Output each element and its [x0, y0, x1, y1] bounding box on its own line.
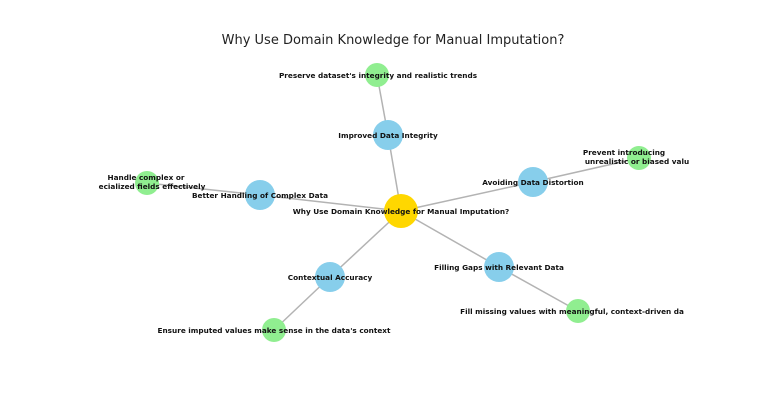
edge-avoiding-distortion-prevent	[532, 157, 640, 183]
label-preserve-integrity: Preserve dataset's integrity and realist…	[279, 71, 477, 80]
label-improved-integrity: Improved Data Integrity	[338, 131, 438, 140]
node-preserve-integrity	[365, 63, 389, 87]
node-center	[384, 194, 418, 228]
node-complex-data	[245, 180, 275, 210]
edge-center-avoiding-distortion	[400, 181, 534, 212]
label-filling-gaps: Filling Gaps with Relevant Data	[434, 263, 564, 272]
node-handle-complex	[135, 171, 159, 195]
node-improved-integrity	[373, 120, 403, 150]
label-handle-complex-line1: Handle complex or	[108, 173, 185, 182]
node-fill-missing	[566, 299, 590, 323]
node-ensure-context	[262, 318, 286, 342]
node-contextual-accuracy	[315, 262, 345, 292]
label-fill-missing: Fill missing values with meaningful, con…	[460, 307, 684, 316]
label-prevent-introducing-line1: Prevent introducing	[583, 148, 665, 157]
label-center: Why Use Domain Knowledge for Manual Impu…	[293, 207, 510, 216]
label-ensure-context: Ensure imputed values make sense in the …	[158, 326, 391, 335]
node-prevent-introducing	[627, 146, 651, 170]
label-prevent-introducing-line2: unrealistic or biased valu	[585, 157, 689, 166]
edge-center-filling-gaps	[400, 210, 500, 268]
label-complex-data: Better Handling of Complex Data	[192, 191, 328, 200]
edge-complex-data-handle	[146, 182, 261, 196]
edge-center-complex-data	[259, 194, 402, 212]
label-contextual-accuracy: Contextual Accuracy	[288, 273, 373, 282]
node-filling-gaps	[484, 252, 514, 282]
node-avoiding-distortion	[518, 167, 548, 197]
label-handle-complex-line2: ecialized fields effectively	[99, 182, 206, 191]
edge-filling-gaps-fill-missing	[498, 266, 579, 312]
figure-title: Why Use Domain Knowledge for Manual Impu…	[222, 33, 565, 48]
label-avoiding-distortion: Avoiding Data Distortion	[482, 178, 583, 187]
